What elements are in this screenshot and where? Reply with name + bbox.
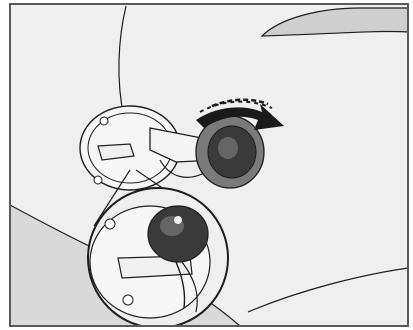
inset-screw-top (105, 219, 115, 229)
recess-screw-bottom (94, 176, 102, 184)
recess-screw-top (100, 117, 108, 125)
magnifier-inset-icon (88, 188, 228, 328)
inset-screw-bottom (123, 295, 133, 305)
fuel-cap-highlight (218, 137, 238, 159)
inset-cap-logo (174, 216, 182, 224)
